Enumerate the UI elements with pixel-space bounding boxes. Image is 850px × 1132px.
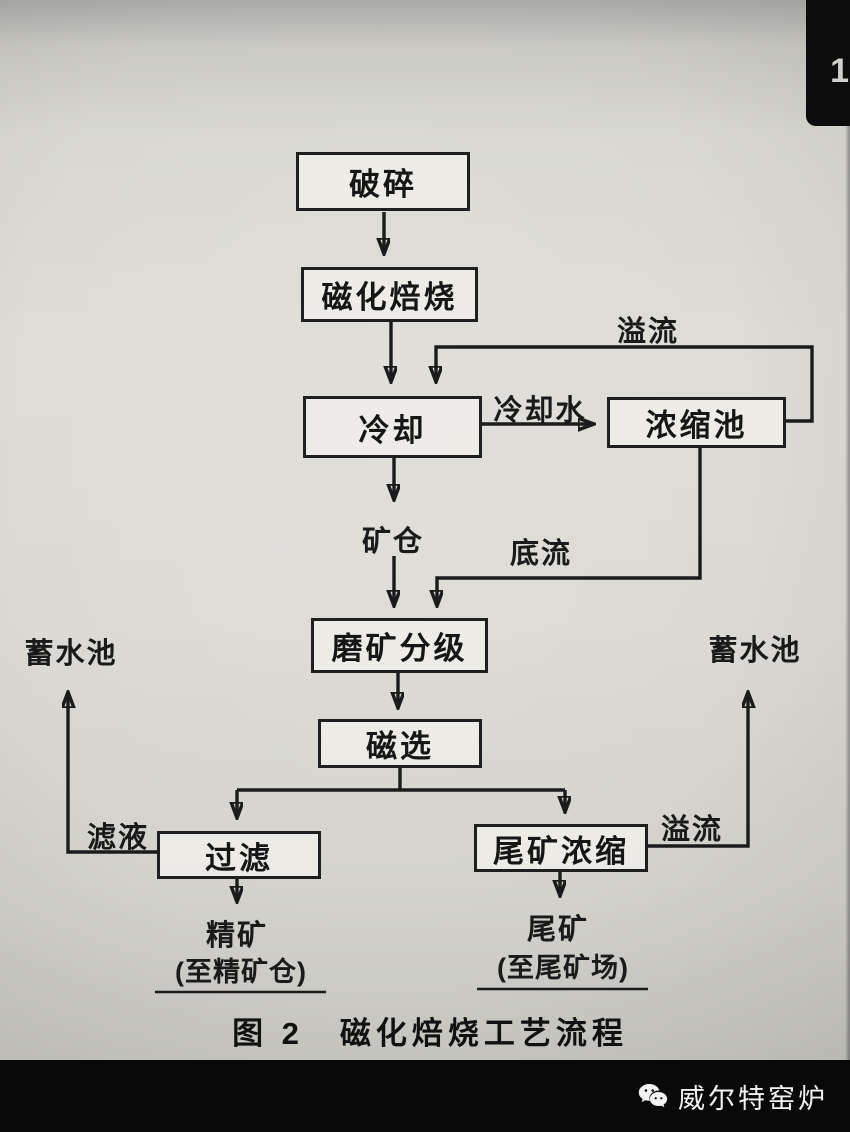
node-thickener: 浓缩池	[607, 397, 786, 448]
node-crush: 破碎	[296, 152, 470, 211]
figure-caption: 图 2 磁化焙烧工艺流程	[232, 1016, 628, 1051]
label-reservoir-right: 蓄水池	[708, 635, 802, 667]
node-grind: 磨矿分级	[311, 618, 488, 673]
label-overflow-top: 溢流	[616, 316, 679, 348]
label-concentrate-dest: (至精矿仓)	[175, 957, 307, 987]
photo-right-edge	[845, 0, 850, 1132]
label-underflow: 底流	[509, 538, 572, 570]
watermark-text: 威尔特窑炉	[678, 1083, 828, 1114]
edge-overflow-loop	[436, 345, 814, 423]
bottom-black-bar: 威尔特窑炉	[0, 1060, 850, 1132]
label-overflow-right: 溢流	[660, 814, 723, 846]
label-reservoir-left: 蓄水池	[24, 638, 118, 670]
label-filtrate: 滤液	[86, 822, 149, 854]
node-magsep: 磁选	[318, 719, 482, 768]
label-tailings-dest: (至尾矿场)	[497, 953, 629, 983]
edge-filtrate-to-reservoir-left	[68, 694, 157, 854]
node-cool: 冷却	[303, 396, 482, 458]
screen-corner-black: 1	[806, 0, 850, 126]
node-roast: 磁化焙烧	[301, 267, 478, 322]
node-ore-bin: 矿仓	[361, 526, 424, 558]
node-filter: 过滤	[157, 831, 321, 879]
label-tailings: 尾矿	[526, 914, 589, 946]
edge-underflow	[437, 448, 702, 604]
wechat-icon	[636, 1079, 670, 1113]
label-cooling-water: 冷却水	[493, 395, 587, 427]
edge-overflow-to-reservoir-right	[648, 694, 748, 848]
page-number: 1	[830, 52, 849, 90]
label-concentrate: 精矿	[205, 920, 268, 952]
node-tailings-thickener: 尾矿浓缩	[474, 824, 648, 872]
